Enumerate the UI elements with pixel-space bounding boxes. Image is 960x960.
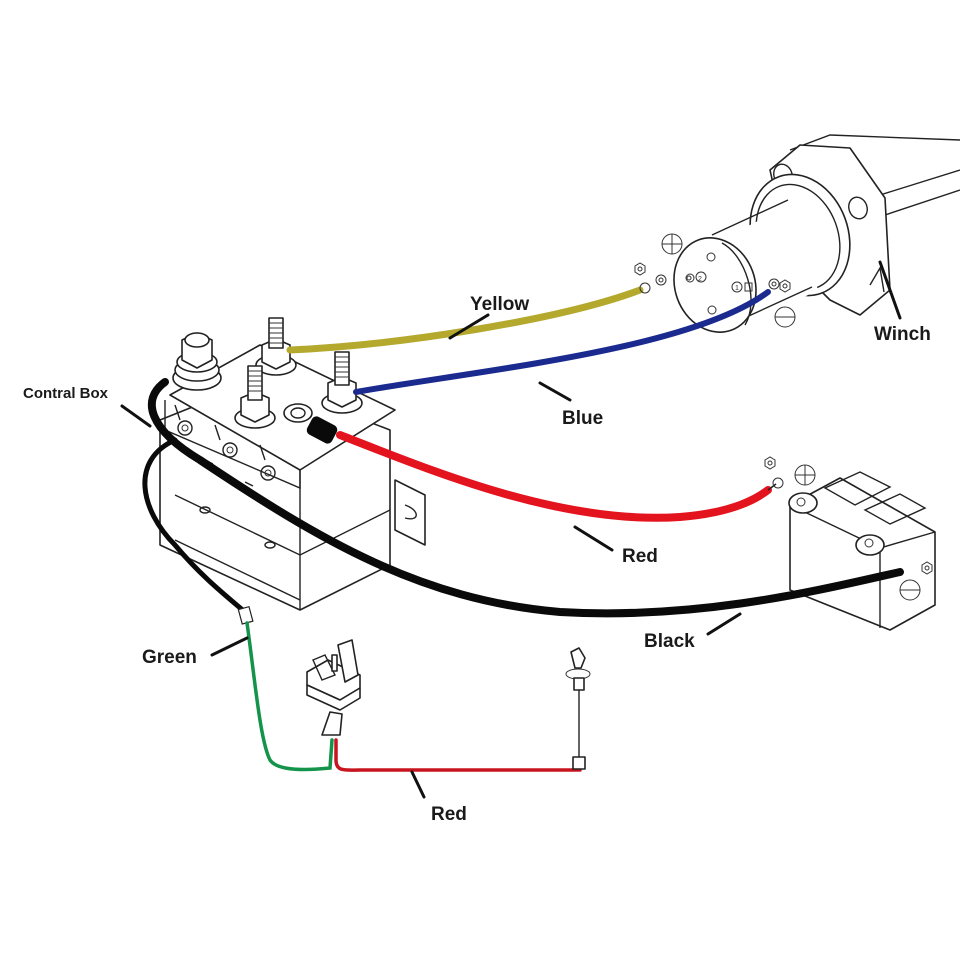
leader-red-control	[410, 770, 426, 799]
nut-icon	[764, 456, 776, 470]
wire-black-control	[142, 437, 248, 615]
wire-green	[245, 621, 334, 772]
label-black: Black	[644, 631, 695, 652]
label-red: Red	[622, 546, 658, 567]
leader-black	[706, 612, 742, 636]
plus-symbol-icon	[661, 233, 683, 255]
label-control-box: Contral Box	[23, 385, 109, 402]
red-wire-boot	[306, 416, 338, 444]
wire-red-control	[334, 738, 582, 772]
wire-blue	[353, 289, 771, 395]
label-green: Green	[142, 647, 197, 668]
terminal-stud	[172, 332, 222, 391]
plus-symbol-icon	[794, 464, 816, 486]
label-red-control: Red	[431, 804, 467, 825]
nut-icon	[634, 262, 646, 276]
leader-blue	[538, 381, 572, 402]
svg-text:2: 2	[698, 276, 702, 283]
wire-red	[336, 431, 772, 522]
leader-control-box	[120, 404, 152, 428]
ring-terminal-red	[767, 477, 784, 491]
nut-icon	[779, 279, 791, 293]
motor-terminal-1: 1	[731, 281, 753, 293]
ring-terminal-icon	[768, 278, 780, 290]
wire-yellow	[286, 286, 644, 354]
terminal-stud-yellow	[255, 317, 297, 376]
motor-terminal-2: 2	[685, 271, 707, 283]
label-blue: Blue	[562, 408, 603, 429]
ring-terminal-yellow	[639, 282, 651, 294]
wire-connector	[237, 605, 254, 625]
terminal-stud	[234, 365, 276, 429]
leader-winch	[878, 260, 902, 320]
minus-symbol-icon	[899, 579, 921, 601]
leader-yellow	[448, 313, 490, 340]
winch-motor: 2 1	[634, 134, 960, 333]
minus-symbol-icon	[774, 306, 796, 328]
leader-red	[573, 525, 614, 552]
toggle-switch	[306, 639, 361, 736]
terminal-stud-blue	[321, 351, 363, 414]
svg-text:1: 1	[735, 285, 739, 292]
key-switch	[565, 647, 591, 770]
ring-terminal-icon	[655, 274, 667, 286]
label-yellow: Yellow	[470, 294, 529, 315]
leader-green	[210, 636, 249, 657]
nut-icon	[921, 561, 933, 575]
battery	[764, 456, 936, 631]
label-winch: Winch	[874, 324, 931, 345]
